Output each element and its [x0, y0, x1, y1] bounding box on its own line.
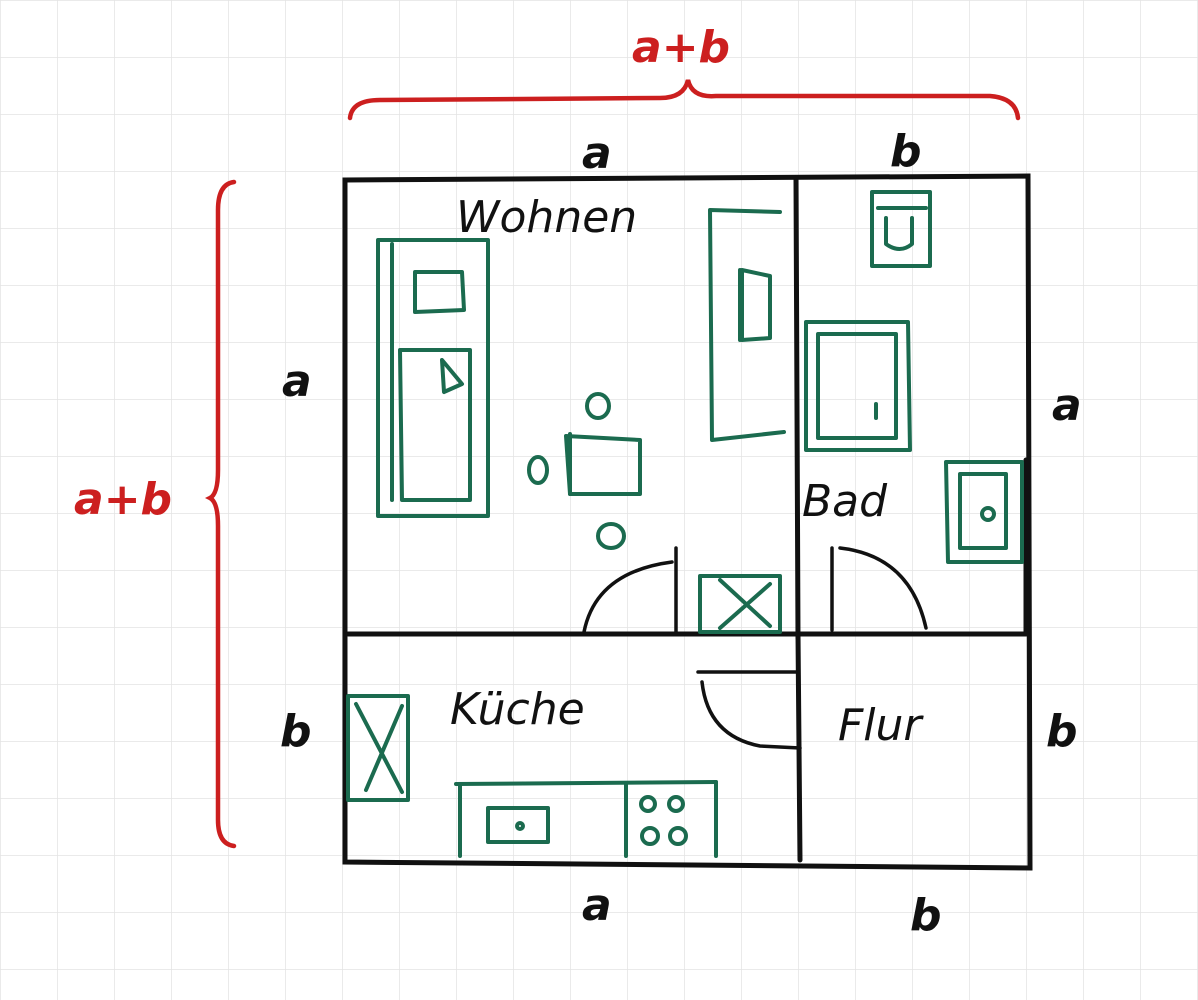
counter-icon [454, 780, 718, 858]
wall-living-bath [793, 175, 801, 641]
label-bottom-a: a [582, 880, 612, 931]
door-bath [830, 546, 928, 632]
label-left-b: b [280, 706, 312, 757]
label-bottom-b: b [910, 890, 942, 941]
cabinet-icon [346, 694, 410, 802]
label-top-a: a [582, 128, 612, 179]
label-left-total: a+b [74, 474, 172, 525]
label-top-b: b [890, 126, 922, 177]
bed-icon [376, 238, 490, 518]
table-icon [564, 432, 642, 496]
label-top-total: a+b [632, 22, 730, 73]
room-label-kitchen: Küche [450, 684, 585, 735]
sink-icon [944, 460, 1024, 564]
stove-icon [639, 795, 688, 846]
left-total-brace [204, 179, 237, 849]
chair-icon [527, 392, 626, 550]
top-total-brace [347, 79, 1021, 121]
shower-icon [804, 320, 912, 452]
room-label-bath: Bad [802, 476, 888, 527]
label-right-b: b [1046, 706, 1078, 757]
door-living [582, 546, 678, 634]
sink-icon [486, 806, 550, 844]
room-label-hall: Flur [838, 700, 924, 751]
cabinet-icon [708, 208, 786, 442]
outer-wall [342, 173, 1033, 871]
label-left-a: a [282, 356, 312, 407]
label-right-a: a [1052, 380, 1082, 431]
toilet-icon [870, 190, 932, 268]
room-label-living: Wohnen [456, 192, 637, 243]
door-kitchen [696, 670, 802, 750]
cabinet-icon [698, 574, 782, 634]
